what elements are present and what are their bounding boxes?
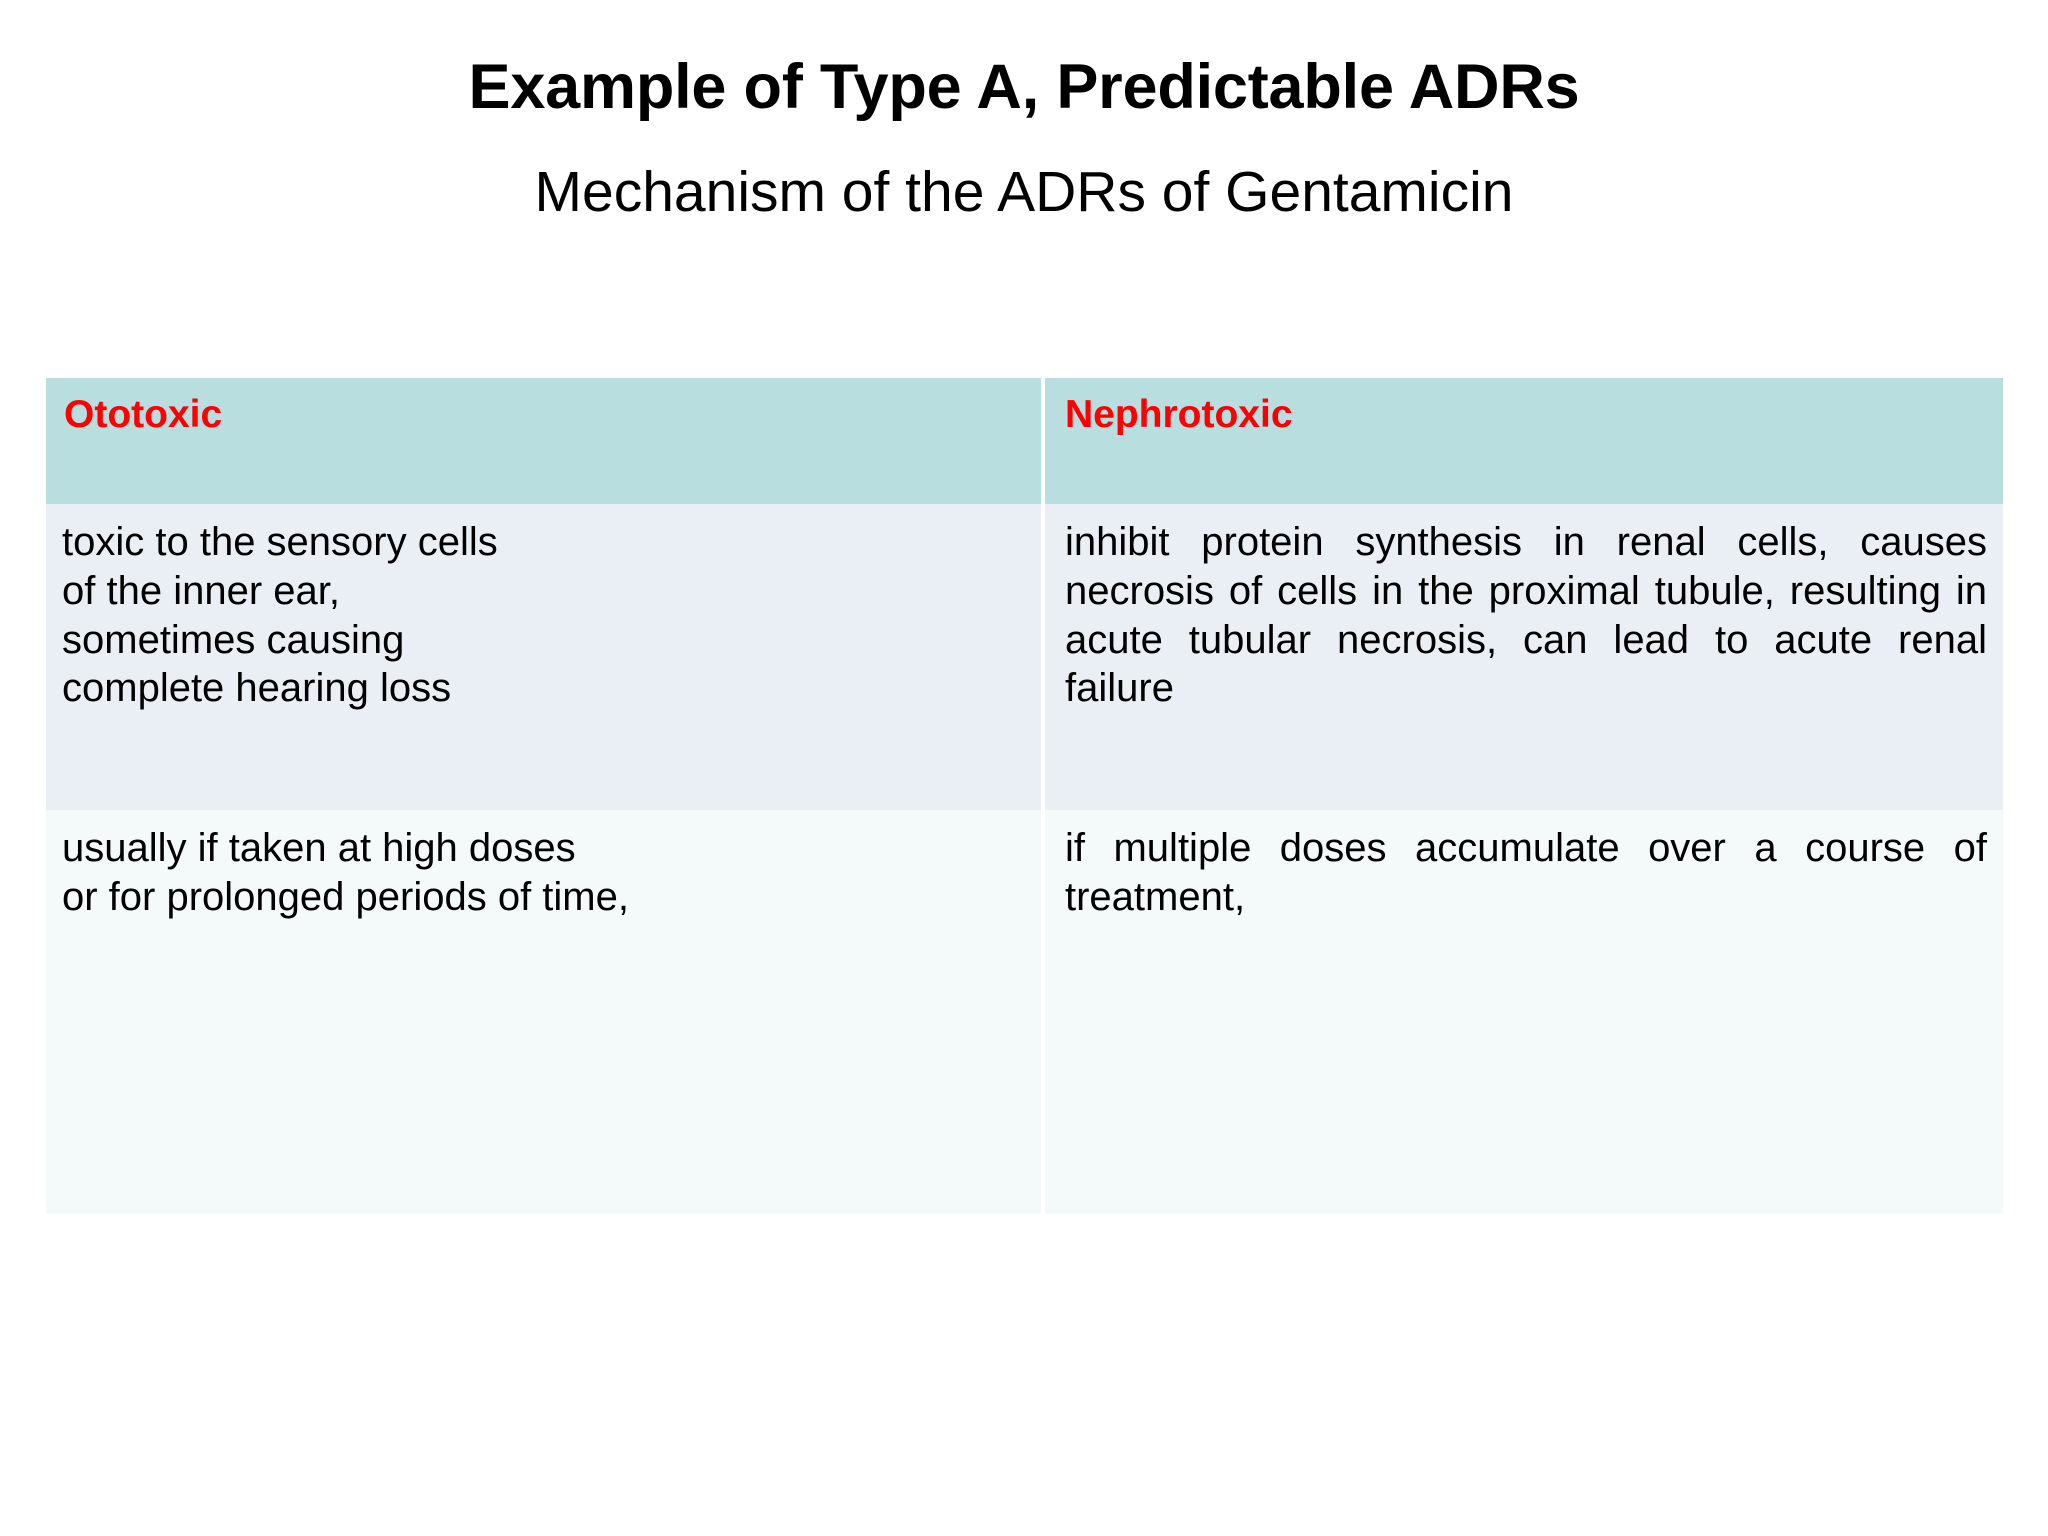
cell-text-ototoxic-conditions: usually if taken at high doses or for pr…	[62, 826, 629, 919]
cell-ototoxic-conditions: usually if taken at high doses or for pr…	[46, 810, 1043, 1214]
column-header-nephrotoxic: Nephrotoxic	[1065, 393, 1293, 436]
column-header-ototoxic: Ototoxic	[64, 393, 223, 436]
table-header-cell-ototoxic: Ototoxic	[46, 378, 1043, 504]
table-row: usually if taken at high doses or for pr…	[46, 810, 2003, 1214]
cell-text-ototoxic-mechanism: toxic to the sensory cells of the inner …	[62, 520, 498, 711]
table-header-row: Ototoxic Nephrotoxic	[46, 378, 2003, 504]
cell-nephrotoxic-mechanism: inhibit protein synthesis in renal cells…	[1041, 504, 2003, 810]
cell-ototoxic-mechanism: toxic to the sensory cells of the inner …	[46, 504, 1043, 810]
title-block: Example of Type A, Predictable ADRs Mech…	[0, 52, 2048, 224]
cell-text-nephrotoxic-mechanism: inhibit protein synthesis in renal cells…	[1065, 520, 1987, 711]
page-subtitle: Mechanism of the ADRs of Gentamicin	[534, 159, 1514, 224]
cell-nephrotoxic-conditions: if multiple doses accumulate over a cour…	[1041, 810, 2003, 1214]
table-header-cell-nephrotoxic: Nephrotoxic	[1041, 378, 2003, 504]
page-title: Example of Type A, Predictable ADRs	[468, 52, 1580, 122]
cell-text-nephrotoxic-conditions: if multiple doses accumulate over a cour…	[1065, 826, 1987, 919]
table-row: toxic to the sensory cells of the inner …	[46, 504, 2003, 810]
adr-mechanism-table: Ototoxic Nephrotoxic toxic to the sensor…	[46, 378, 2003, 1214]
